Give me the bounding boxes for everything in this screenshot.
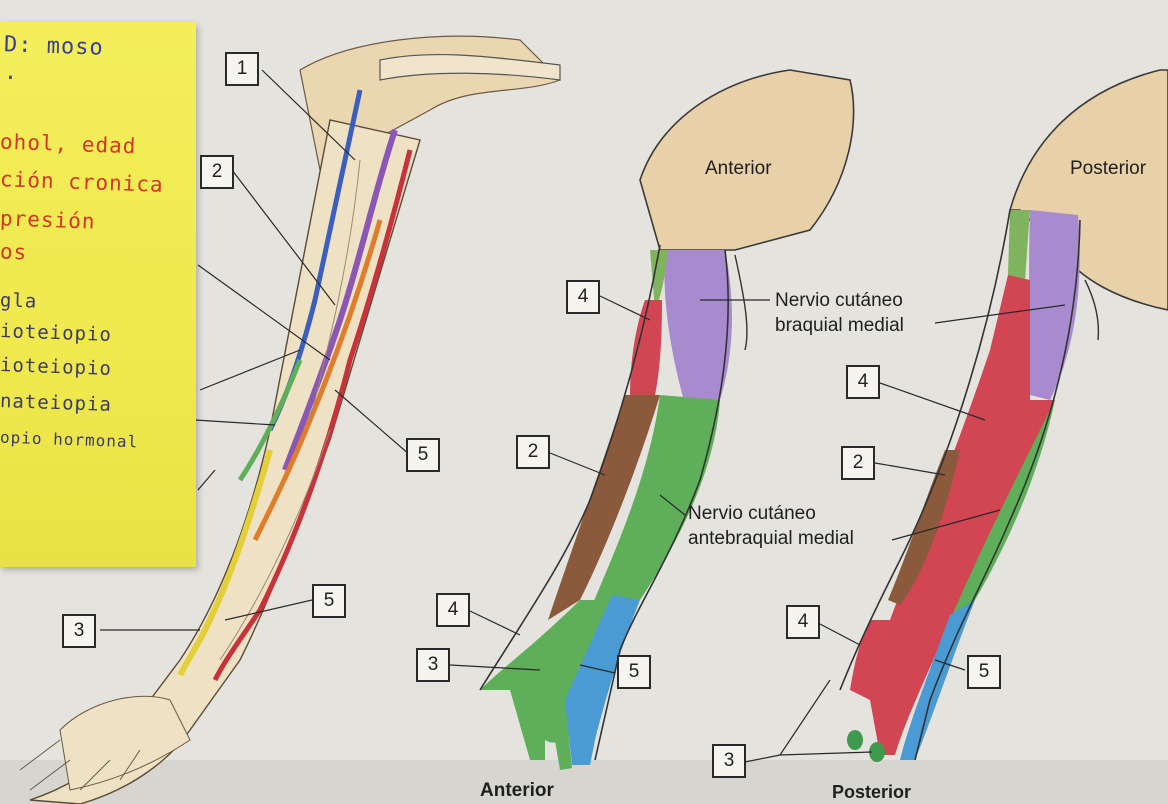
number-box: 2	[200, 155, 234, 189]
note-line: opio hormonal	[0, 428, 139, 452]
note-line: ción cronica	[0, 167, 164, 197]
number-box: 5	[967, 655, 1001, 689]
number-box: 4	[846, 365, 880, 399]
label-nervio-antebraquial-1: Nervio cutáneo	[688, 503, 816, 525]
number-box: 4	[566, 280, 600, 314]
number-box: 1	[225, 52, 259, 86]
label-posterior-bottom: Posterior	[832, 782, 911, 803]
number-box: 2	[841, 446, 875, 480]
note-line: D: moso	[4, 32, 105, 60]
number-box: 5	[312, 584, 346, 618]
note-line: presión	[0, 206, 96, 233]
number-box: 3	[62, 614, 96, 648]
label-posterior-top: Posterior	[1070, 158, 1146, 180]
note-line: ioteiopio	[0, 320, 112, 346]
label-nervio-antebraquial-2: antebraquial medial	[688, 528, 854, 550]
note-line: nateiopia	[0, 390, 112, 416]
label-nervio-braquial-1: Nervio cutáneo	[775, 290, 903, 312]
note-line: .	[4, 60, 19, 85]
number-box: 5	[617, 655, 651, 689]
number-box: 4	[436, 593, 470, 627]
label-anterior-top: Anterior	[705, 158, 772, 180]
number-box: 4	[786, 605, 820, 639]
number-box: 3	[712, 744, 746, 778]
label-nervio-braquial-2: braquial medial	[775, 315, 904, 337]
sticky-note: D: moso . ohol, edad ción cronica presió…	[0, 22, 196, 567]
number-box: 5	[406, 438, 440, 472]
note-line: os	[0, 240, 28, 265]
note-line: ioteiopio	[0, 354, 112, 380]
note-line: ohol, edad	[0, 130, 137, 159]
note-line: gla	[0, 289, 38, 312]
number-box: 2	[516, 435, 550, 469]
number-box: 3	[416, 648, 450, 682]
label-anterior-bottom: Anterior	[480, 780, 554, 802]
